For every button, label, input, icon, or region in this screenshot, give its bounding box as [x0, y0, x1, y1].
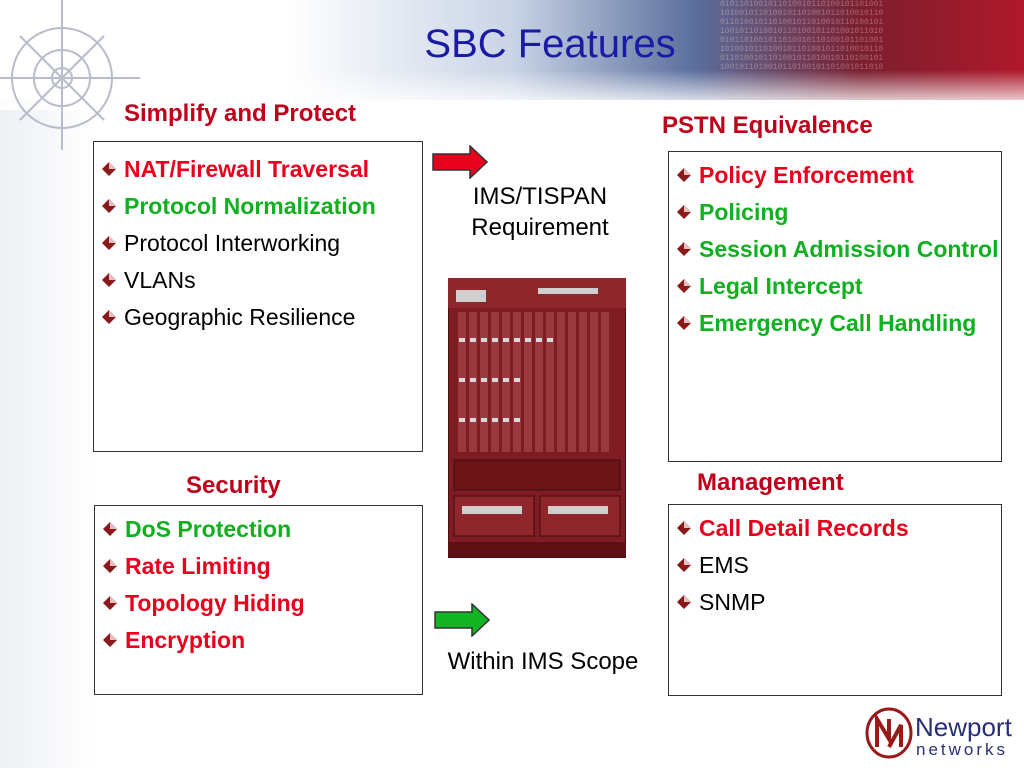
list-item: Session Admission Control: [669, 231, 1001, 268]
heading-security: Security: [186, 472, 281, 499]
red-legend-caption: IMS/TISPAN Requirement: [440, 181, 640, 243]
diamond-bullet-icon: [103, 633, 117, 647]
list-item: Call Detail Records: [669, 510, 1001, 547]
list-item-text: Geographic Resilience: [124, 304, 356, 330]
list-item-text: Policing: [699, 199, 789, 225]
red-legend-line1: IMS/TISPAN: [472, 183, 608, 210]
list-item: VLANs: [94, 262, 422, 299]
list-item-text: DoS Protection: [125, 516, 292, 542]
red-arrow-icon: [432, 145, 488, 179]
list-item-text: SNMP: [699, 589, 766, 615]
list-item: Legal Intercept: [669, 268, 1001, 305]
diamond-bullet-icon: [102, 273, 116, 287]
list-item-text: Legal Intercept: [699, 273, 863, 299]
red-legend-line2: Requirement: [471, 214, 609, 241]
diamond-bullet-icon: [677, 595, 691, 609]
diamond-bullet-icon: [677, 242, 691, 256]
list-item-text: Call Detail Records: [699, 515, 909, 541]
list-item-text: Topology Hiding: [125, 590, 305, 616]
left-sidebar-gradient: [0, 0, 95, 768]
list-item: Policing: [669, 194, 1001, 231]
diamond-bullet-icon: [102, 162, 116, 176]
list-item: Emergency Call Handling: [669, 305, 1001, 342]
diamond-bullet-icon: [102, 199, 116, 213]
list-item: DoS Protection: [95, 511, 422, 548]
list-item-text: Protocol Normalization: [124, 193, 376, 219]
heading-management: Management: [697, 469, 844, 496]
list-item: Encryption: [95, 622, 422, 659]
list-item: Geographic Resilience: [94, 299, 422, 336]
binary-pattern-decoration: 0101101001011010010110100101101001 10100…: [720, 0, 884, 72]
list-item-text: Encryption: [125, 627, 246, 653]
diamond-bullet-icon: [102, 236, 116, 250]
newport-logo-icon: [865, 707, 913, 759]
slide-title: SBC Features: [424, 22, 676, 66]
diamond-bullet-icon: [677, 521, 691, 535]
list-item: SNMP: [669, 584, 1001, 621]
list-item-text: EMS: [699, 552, 749, 578]
diamond-bullet-icon: [677, 205, 691, 219]
diamond-bullet-icon: [103, 596, 117, 610]
list-item: Protocol Interworking: [94, 225, 422, 262]
logo-subtitle: networks: [916, 740, 1009, 759]
list-item-text: VLANs: [124, 267, 196, 293]
list-item-text: NAT/Firewall Traversal: [124, 156, 370, 182]
list-item: NAT/Firewall Traversal: [94, 151, 422, 188]
green-arrow-icon: [434, 603, 490, 637]
banner-fade: [0, 70, 1024, 110]
diamond-bullet-icon: [677, 558, 691, 572]
diamond-bullet-icon: [677, 279, 691, 293]
compass-logo-icon: [0, 0, 140, 150]
logo-name: Newport: [915, 712, 1012, 742]
diamond-bullet-icon: [102, 310, 116, 324]
sbc-chassis-image: [448, 278, 626, 558]
green-legend-caption: Within IMS Scope: [447, 648, 639, 675]
list-item-text: Protocol Interworking: [124, 230, 341, 256]
list-item-text: Rate Limiting: [125, 553, 271, 579]
diamond-bullet-icon: [103, 559, 117, 573]
diamond-bullet-icon: [677, 316, 691, 330]
list-item: Policy Enforcement: [669, 157, 1001, 194]
list-item: Rate Limiting: [95, 548, 422, 585]
diamond-bullet-icon: [103, 522, 117, 536]
list-item-text: Policy Enforcement: [699, 162, 914, 188]
list-item-text: Session Admission Control: [699, 236, 999, 262]
heading-pstn-equivalence: PSTN Equivalence: [662, 112, 873, 139]
list-item: EMS: [669, 547, 1001, 584]
list-item: Protocol Normalization: [94, 188, 422, 225]
diamond-bullet-icon: [677, 168, 691, 182]
heading-simplify-protect: Simplify and Protect: [124, 100, 357, 127]
list-item-text: Emergency Call Handling: [699, 310, 977, 336]
list-item: Topology Hiding: [95, 585, 422, 622]
